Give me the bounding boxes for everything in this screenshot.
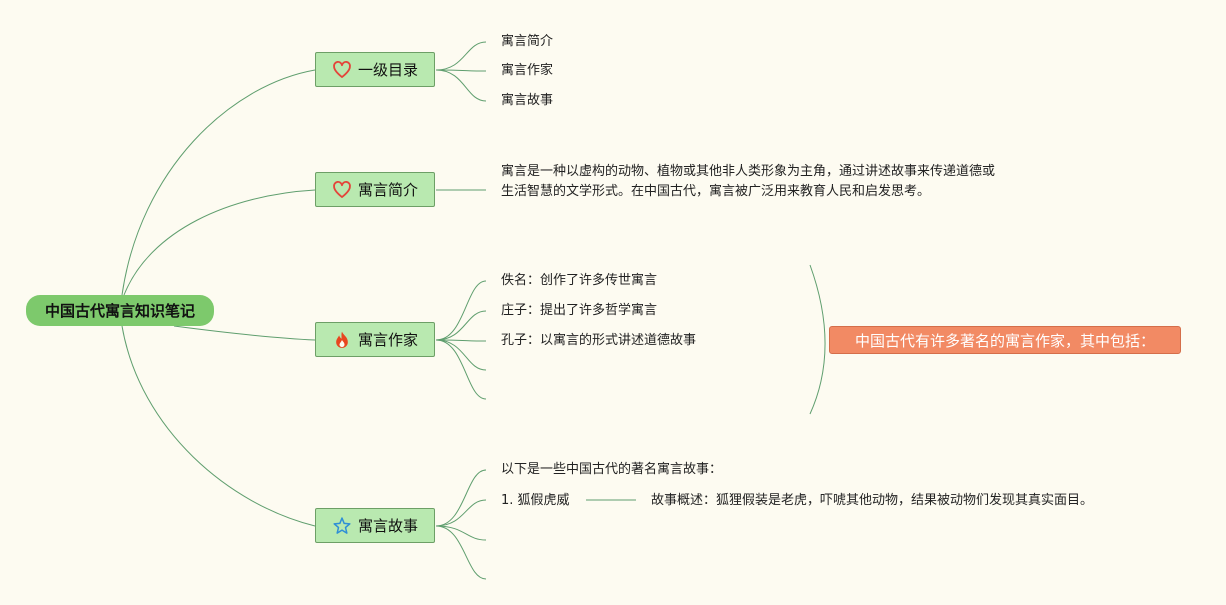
list-item[interactable]: 庄子：提出了许多哲学寓言 (501, 303, 658, 318)
branch-stories-label: 寓言故事 (357, 517, 418, 535)
root-to-authors-line (173, 325, 316, 341)
branch-stories[interactable]: 寓言故事 (315, 508, 435, 543)
branch-intro-label: 寓言简介 (357, 181, 418, 199)
heart-icon (332, 60, 352, 80)
root-to-stories-line (121, 325, 316, 527)
list-item[interactable]: 寓言故事 (501, 93, 554, 108)
star-icon (332, 516, 352, 536)
intro-paragraph[interactable]: 寓言是一种以虚构的动物、植物或其他非人类形象为主角，通过讲述故事来传递道德或生活… (501, 164, 996, 199)
toc-leaf-line-1 (435, 69, 487, 72)
stories-leaf-line-0 (435, 469, 487, 527)
list-item[interactable]: 寓言作家 (501, 63, 554, 78)
root-topic[interactable]: 中国古代寓言知识笔记 (26, 295, 214, 326)
stories-leaf-line-1 (435, 499, 487, 527)
branch-intro[interactable]: 寓言简介 (315, 172, 435, 207)
list-item[interactable]: 以下是一些中国古代的著名寓言故事： (501, 462, 723, 477)
authors-leaf-line-0 (435, 280, 487, 341)
branch-toc[interactable]: 一级目录 (315, 52, 435, 87)
branch-authors[interactable]: 寓言作家 (315, 322, 435, 357)
story-detail[interactable]: 故事概述：狐狸假装是老虎，吓唬其他动物，结果被动物们发现其真实面目。 (651, 493, 1094, 508)
branch-toc-label: 一级目录 (357, 61, 418, 79)
authors-leaf-line-4 (435, 339, 487, 400)
authors-summary-bracket (809, 264, 826, 415)
authors-leaf-line-2 (435, 339, 487, 342)
stories-leaf-line-2 (435, 525, 487, 541)
toc-leaf-line-0 (435, 41, 487, 71)
stories-leaf-line-3 (435, 525, 487, 580)
authors-leaf-line-1 (435, 310, 487, 341)
root-topic-label: 中国古代寓言知识笔记 (44, 302, 195, 320)
toc-leaf-line-2 (435, 69, 487, 102)
list-item[interactable]: 佚名：创作了许多传世寓言 (501, 273, 658, 288)
root-to-intro-line (123, 189, 316, 296)
branch-authors-label: 寓言作家 (357, 331, 418, 349)
root-to-toc-line (121, 69, 316, 296)
authors-summary-callout[interactable]: 中国古代有许多著名的寓言作家，其中包括： (829, 326, 1181, 354)
list-item[interactable]: 1. 狐假虎威 (501, 493, 570, 508)
fire-icon (332, 330, 352, 350)
authors-summary-text: 中国古代有许多著名的寓言作家，其中包括： (854, 331, 1155, 350)
list-item[interactable]: 孔子：以寓言的形式讲述道德故事 (501, 333, 697, 348)
authors-leaf-line-3 (435, 339, 487, 371)
heart-icon (332, 180, 352, 200)
list-item[interactable]: 寓言简介 (501, 34, 554, 49)
